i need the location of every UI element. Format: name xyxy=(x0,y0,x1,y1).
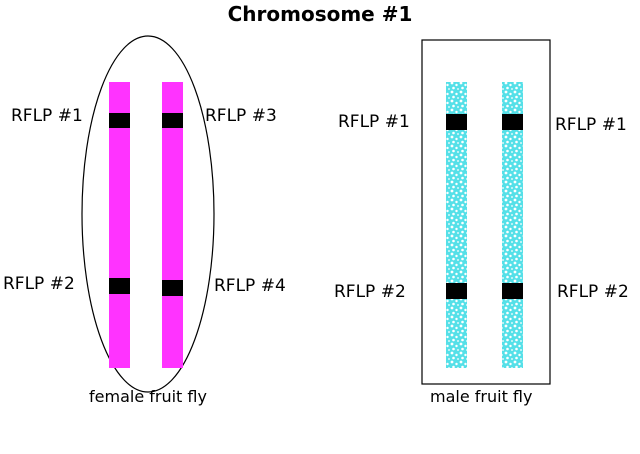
female-label-rflp-right-top: RFLP #3 xyxy=(205,106,277,126)
male-marker-band-right-2 xyxy=(502,283,523,299)
male-marker-band-left-2 xyxy=(446,283,467,299)
female-marker-band-4 xyxy=(162,280,183,296)
female-label-rflp-right-bottom: RFLP #4 xyxy=(214,276,286,296)
female-marker-band-1 xyxy=(109,113,130,128)
male-caption: male fruit fly xyxy=(430,387,533,406)
male-marker-band-right-1 xyxy=(502,114,523,130)
male-label-rflp-right-bottom: RFLP #2 xyxy=(557,282,629,302)
female-label-rflp-left-top: RFLP #1 xyxy=(11,106,83,126)
female-marker-band-3 xyxy=(162,113,183,128)
diagram-title: Chromosome #1 xyxy=(227,2,413,26)
female-chromosome-right xyxy=(162,82,183,368)
female-caption: female fruit fly xyxy=(89,387,207,406)
female-chromosome-left xyxy=(109,82,130,368)
male-label-rflp-left-top: RFLP #1 xyxy=(338,112,410,132)
female-ellipse-outline xyxy=(81,35,215,393)
female-marker-band-2 xyxy=(109,278,130,294)
female-label-rflp-left-bottom: RFLP #2 xyxy=(3,274,75,294)
male-box-outline xyxy=(421,39,551,385)
male-marker-band-left-1 xyxy=(446,114,467,130)
male-label-rflp-left-bottom: RFLP #2 xyxy=(334,282,406,302)
male-label-rflp-right-top: RFLP #1 xyxy=(555,115,627,135)
